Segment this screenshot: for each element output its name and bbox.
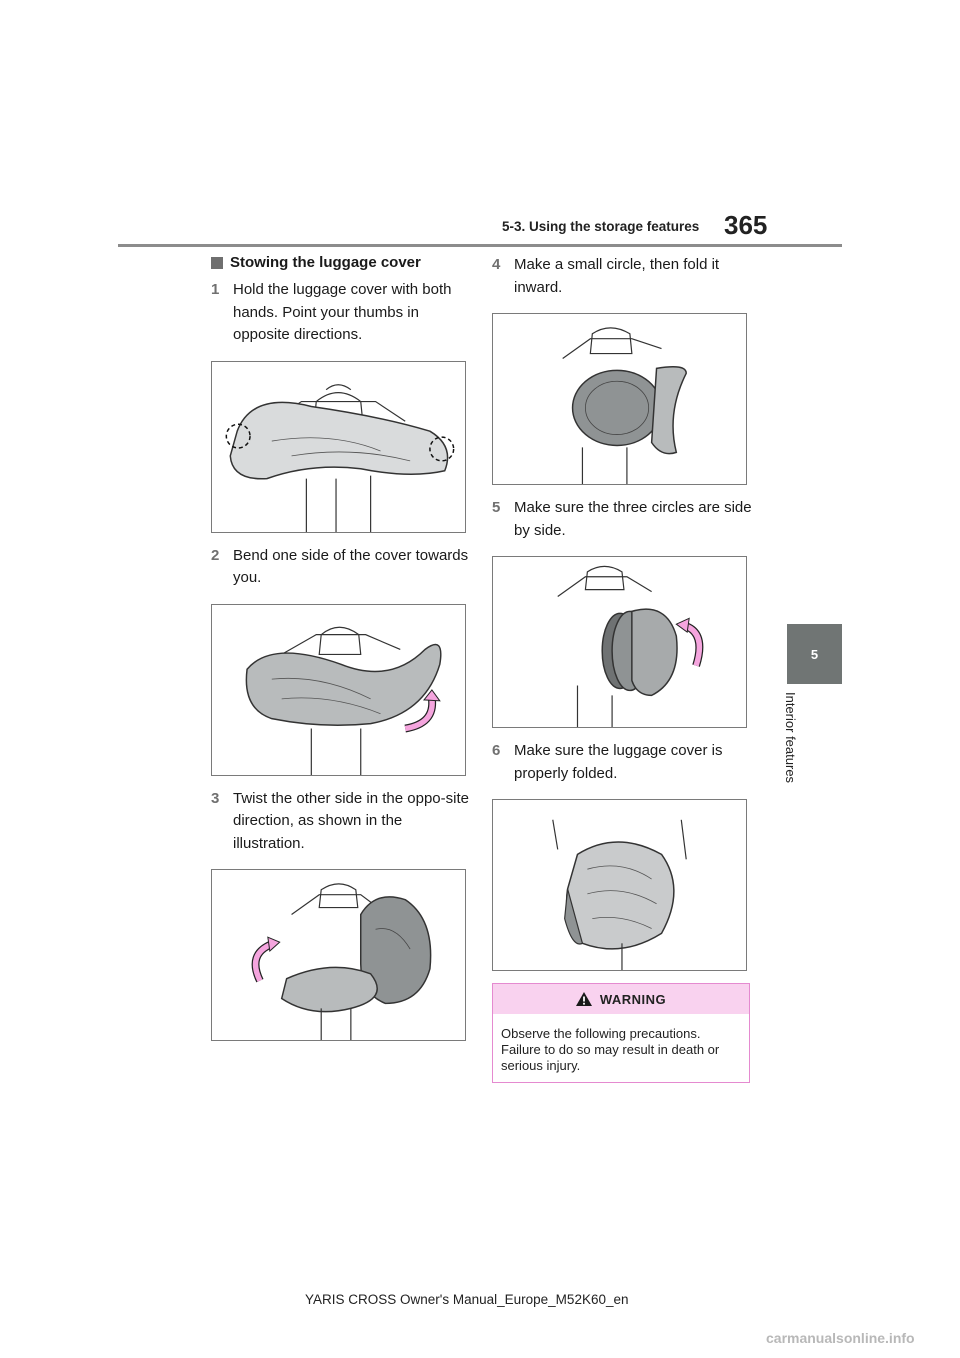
step-6: 6 Make sure the luggage cover is properl… — [492, 742, 723, 782]
person-folding-circle-icon — [562, 327, 687, 484]
warning-box: WARNING Observe the following precaution… — [492, 983, 750, 1083]
step-3: 3 Twist the other side in the oppo-site … — [211, 789, 469, 852]
person-bending-cover-icon — [245, 626, 442, 775]
header-divider — [118, 244, 842, 247]
section-heading: Stowing the luggage cover — [211, 254, 471, 271]
watermark: carmanualsonline.info — [766, 1330, 915, 1346]
person-three-circles-icon — [557, 565, 704, 727]
section-title: 5-3. Using the storage features — [502, 219, 700, 234]
illustration-step-1 — [211, 360, 466, 533]
step-4: 4 Make a small circle, then fold it inwa… — [492, 256, 720, 296]
illustration-step-2 — [211, 603, 466, 776]
chapter-label: Interior features — [783, 692, 798, 784]
footer-manual-title: YARIS CROSS Owner's Manual_Europe_M52K60… — [305, 1292, 629, 1307]
warning-header: WARNING — [493, 984, 749, 1014]
person-twisting-cover-icon — [251, 883, 432, 1040]
warning-text: Observe the following precautions. Failu… — [501, 1026, 720, 1073]
warning-triangle-icon — [575, 992, 592, 1006]
step-2: 2 Bend one side of the cover towards you… — [211, 546, 469, 587]
step-1: 1 Hold the luggage cover with both hands… — [211, 281, 452, 343]
illustration-step-5 — [492, 556, 747, 728]
person-holding-cover-icon — [225, 383, 455, 532]
illustration-step-3 — [211, 869, 466, 1041]
illustration-step-4 — [492, 313, 747, 485]
folded-cover-icon — [552, 819, 687, 970]
left-column: Stowing the luggage cover 1 Hold the lug… — [211, 254, 471, 1053]
chapter-tab[interactable]: 5 — [787, 624, 842, 684]
right-column: 4 Make a small circle, then fold it inwa… — [492, 254, 752, 1083]
page-number: 365 — [724, 210, 768, 240]
illustration-step-6 — [492, 799, 747, 971]
step-5: 5 Make sure the three circles are side b… — [492, 499, 752, 539]
square-bullet-icon — [211, 256, 223, 269]
